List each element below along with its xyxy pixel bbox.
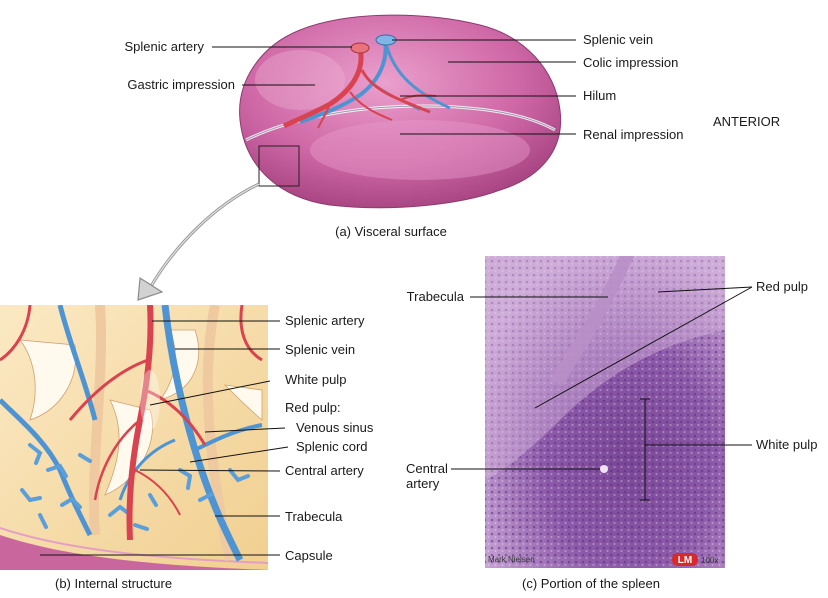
label-trabecula-b: Trabecula	[285, 509, 343, 524]
label-central-artery-c-line1: Central	[406, 461, 448, 476]
panel-b-leaders	[40, 320, 289, 556]
label-gastric-impression: Gastric impression	[127, 77, 235, 92]
zoom-arrow	[137, 182, 260, 301]
label-central-artery-c-line2: artery	[406, 476, 440, 491]
caption-a: (a) Visceral surface	[335, 224, 447, 239]
histology-micrograph: LM 100x Mark Nielsen	[485, 256, 725, 568]
caption-b: (b) Internal structure	[55, 576, 172, 591]
label-splenic-artery-b: Splenic artery	[285, 313, 365, 328]
label-venous-sinus: Venous sinus	[296, 420, 374, 435]
label-red-pulp-b: Red pulp:	[285, 400, 341, 415]
internal-structure-illustration	[0, 305, 268, 570]
label-anterior: ANTERIOR	[713, 114, 780, 129]
label-white-pulp-c: White pulp	[756, 437, 817, 452]
label-capsule: Capsule	[285, 548, 333, 563]
photo-credit: Mark Nielsen	[488, 555, 535, 564]
panel-a-leaders	[212, 39, 576, 135]
label-splenic-artery-a: Splenic artery	[125, 39, 205, 54]
label-splenic-cord: Splenic cord	[296, 439, 368, 454]
label-central-artery-b: Central artery	[285, 463, 364, 478]
label-splenic-vein-b: Splenic vein	[285, 342, 355, 357]
label-colic-impression: Colic impression	[583, 55, 678, 70]
lm-badge	[672, 553, 698, 566]
zoom-box	[258, 145, 300, 187]
magnification: 100x	[701, 556, 718, 565]
panel-c-leaders	[451, 286, 753, 501]
central-artery-spot	[600, 465, 608, 473]
label-white-pulp-b: White pulp	[285, 372, 346, 387]
label-hilum: Hilum	[583, 88, 616, 103]
spleen-organ-illustration	[239, 14, 562, 209]
label-red-pulp-c: Red pulp	[756, 279, 808, 294]
lm-badge-text: LM	[678, 555, 692, 566]
label-renal-impression: Renal impression	[583, 127, 683, 142]
label-splenic-vein-a: Splenic vein	[583, 32, 653, 47]
caption-c: (c) Portion of the spleen	[522, 576, 660, 591]
label-trabecula-c: Trabecula	[407, 289, 465, 304]
